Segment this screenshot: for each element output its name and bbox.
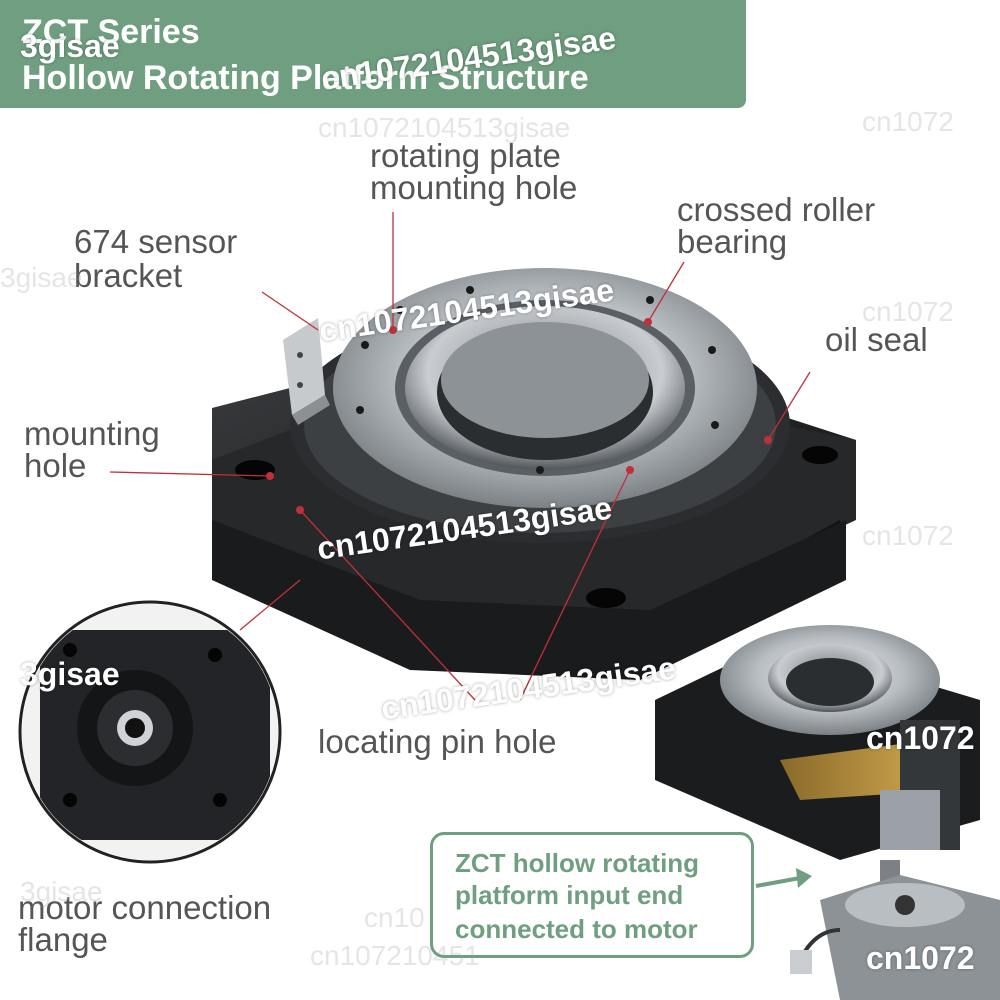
leader-oil-seal: [767, 371, 811, 441]
title-line-1: ZCT Series: [22, 13, 200, 51]
title-banner: ZCT Series Hollow Rotating Platform Stru…: [0, 0, 746, 108]
arrow-icon: [755, 868, 812, 888]
motor-callout-box: ZCT hollow rotating platform input end c…: [430, 832, 754, 958]
label-locating-pin: locating pin hole: [318, 723, 557, 760]
label-rotating-plate-line2: mounting hole: [370, 169, 578, 206]
cutaway-illustration: [655, 625, 980, 860]
motor-illustration: [790, 860, 1000, 1000]
leader-dots: [266, 318, 772, 514]
leader-motor-flange: [239, 579, 301, 631]
callout-line-1: ZCT hollow rotating: [455, 848, 700, 878]
title-line-2: Hollow Rotating Platform Structure: [22, 59, 589, 97]
leader-lines: [109, 212, 811, 701]
leader-crossed-roller: [647, 261, 685, 323]
leader-sensor: [261, 291, 319, 331]
label-crossed-roller-line2: bearing: [677, 223, 788, 260]
label-motor-line2: flange: [18, 921, 108, 958]
label-oil-seal: oil seal: [825, 321, 928, 358]
label-sensor-line1: 674 sensor: [74, 223, 238, 260]
label-mounting-line1: mounting: [24, 415, 160, 452]
callout-line-3: connected to motor: [455, 914, 698, 944]
label-sensor-line2: bracket: [74, 257, 183, 294]
main-platform: [212, 268, 856, 680]
callout-line-2: platform input end: [455, 880, 684, 910]
label-mounting-line2: hole: [24, 447, 87, 484]
label-crossed-roller-line1: crossed roller: [677, 191, 876, 228]
motor-flange-inset: [18, 600, 282, 864]
leader-locating-pin-a: [299, 509, 476, 701]
label-motor-line1: motor connection: [18, 889, 272, 926]
label-rotating-plate-line1: rotating plate: [370, 137, 561, 174]
leader-locating-pin-b: [519, 469, 631, 701]
leader-mounting-hole: [109, 471, 271, 477]
